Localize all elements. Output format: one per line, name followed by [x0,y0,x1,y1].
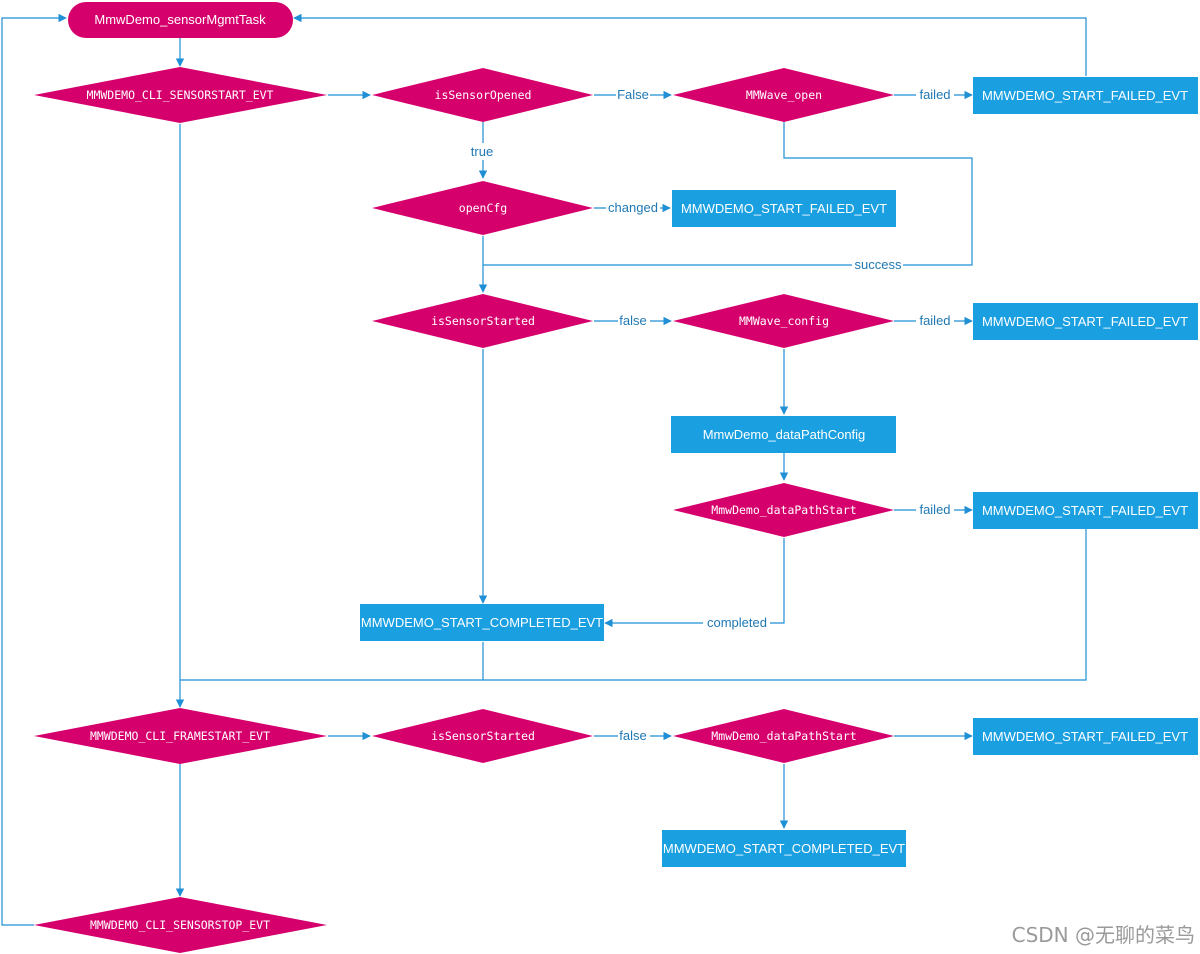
node-task-terminal: MmwDemo_sensorMgmtTask [68,2,293,38]
edge-label-true-opened: true [471,144,493,159]
edge-label-failed-open: failed [919,87,950,102]
node-failed-box-3: MMWDEMO_START_FAILED_EVT [973,303,1198,340]
node-mmwopen-decision: MMWave_open [673,68,894,122]
node-completed-2-label: MMWDEMO_START_COMPLETED_EVT [663,841,905,856]
node-dpstart1-label: MmwDemo_dataPathStart [711,503,856,517]
node-dpstart1-decision: MmwDemo_dataPathStart [673,483,894,537]
edge-labels: False failed true changed success false … [471,87,951,743]
node-isstarted1-decision: isSensorStarted [372,294,593,348]
node-sensorstop-decision: MMWDEMO_CLI_SENSORSTOP_EVT [34,897,327,953]
node-opencfg-decision: openCfg [372,181,593,235]
node-sensorstart-label: MMWDEMO_CLI_SENSORSTART_EVT [87,88,274,102]
node-task-label: MmwDemo_sensorMgmtTask [94,12,266,27]
node-failed-5-label: MMWDEMO_START_FAILED_EVT [982,729,1188,744]
node-failed-box-5: MMWDEMO_START_FAILED_EVT [973,718,1198,755]
node-mmwconfig-decision: MMWave_config [673,294,894,348]
edge-label-false-open: False [617,87,649,102]
edge-label-failed-config: failed [919,313,950,328]
node-datapathconfig-box: MmwDemo_dataPathConfig [671,416,896,453]
node-sensorstop-label: MMWDEMO_CLI_SENSORSTOP_EVT [90,918,270,932]
node-datapathconfig-label: MmwDemo_dataPathConfig [703,427,866,442]
node-mmwopen-label: MMWave_open [746,88,822,102]
node-mmwconfig-label: MMWave_config [739,314,829,328]
node-isstarted2-decision: isSensorStarted [372,709,593,763]
edge-f1-to-task [293,13,1087,76]
edge-mmwopen-success [483,122,973,266]
node-failed-3-label: MMWDEMO_START_FAILED_EVT [982,314,1188,329]
node-completed-1-label: MMWDEMO_START_COMPLETED_EVT [361,615,603,630]
node-failed-1-label: MMWDEMO_START_FAILED_EVT [982,88,1188,103]
node-isopened-label: isSensorOpened [435,88,532,102]
node-dpstart2-decision: MmwDemo_dataPathStart [673,709,894,763]
node-failed-box-2: MMWDEMO_START_FAILED_EVT [672,190,896,227]
edge-label-completed: completed [707,615,767,630]
node-failed-box-4: MMWDEMO_START_FAILED_EVT [973,492,1198,529]
edge-sensorstop-to-task [1,13,67,926]
edges [1,13,1087,926]
node-framestart-label: MMWDEMO_CLI_FRAMESTART_EVT [90,729,270,743]
node-isstarted2-label: isSensorStarted [431,729,535,743]
node-completed-box-1: MMWDEMO_START_COMPLETED_EVT [360,604,604,641]
node-sensorstart-decision: MMWDEMO_CLI_SENSORSTART_EVT [34,67,327,123]
node-failed-4-label: MMWDEMO_START_FAILED_EVT [982,503,1188,518]
edge-label-changed: changed [608,200,658,215]
node-opencfg-label: openCfg [459,201,507,215]
node-framestart-decision: MMWDEMO_CLI_FRAMESTART_EVT [34,708,327,764]
edge-label-success: success [855,257,902,272]
edge-dpstart1-to-c1 [605,538,785,623]
edge-label-false-started1: false [619,313,646,328]
edge-c1-to-merge [180,642,484,681]
node-failed-box-1: MMWDEMO_START_FAILED_EVT [973,77,1198,114]
watermark-text: CSDN @无聊的菜鸟 [1012,923,1195,947]
node-isstarted1-label: isSensorStarted [431,314,535,328]
edge-f4-to-merge [483,529,1087,681]
edge-label-failed-dpstart: failed [919,502,950,517]
node-dpstart2-label: MmwDemo_dataPathStart [711,729,856,743]
node-completed-box-2: MMWDEMO_START_COMPLETED_EVT [662,830,906,867]
node-failed-2-label: MMWDEMO_START_FAILED_EVT [681,201,887,216]
node-isopened-decision: isSensorOpened [372,68,593,122]
edge-label-false-started2: false [619,728,646,743]
